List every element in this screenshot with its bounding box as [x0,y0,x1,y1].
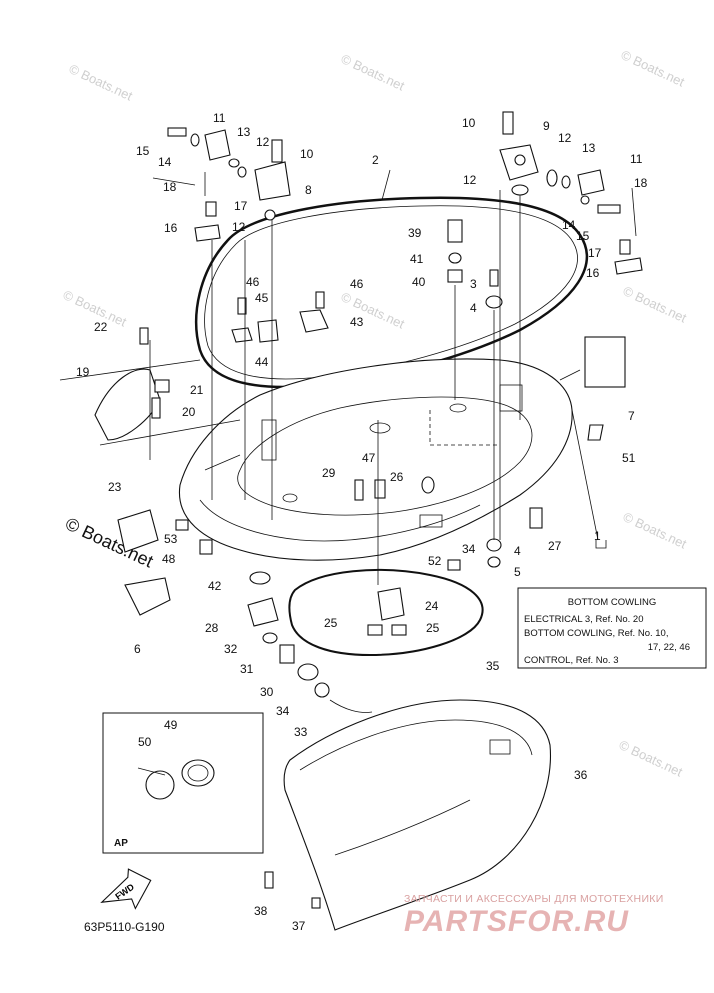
part-label: 42 [208,579,222,593]
part-label: 31 [240,662,254,676]
part-label: 18 [163,180,177,194]
part-label: 25 [426,621,440,635]
part-label: 15 [136,144,150,158]
part-label: 16 [586,266,600,280]
part-label: 26 [390,470,404,484]
latch-left [167,127,291,242]
callout-box: BOTTOM COWLING ELECTRICAL 3, Ref. No. 20… [517,587,707,669]
part-label: 40 [412,275,426,289]
callout-line: 17, 22, 46 [648,642,690,653]
callout-title: BOTTOM COWLING [568,597,657,608]
watermark: © Boats.net [617,737,685,780]
part-label: 12 [558,131,572,145]
part-label: 51 [622,451,636,465]
part-label: 16 [164,221,178,235]
lower-case [283,699,552,931]
part-label: 35 [486,659,500,673]
part-label: 41 [410,252,424,266]
part-label: 38 [254,904,268,918]
part-label: 34 [276,704,290,718]
inset-label: AP [114,838,128,849]
part-label: 8 [305,183,312,197]
part-label: 12 [232,220,246,234]
part-label: 20 [182,405,196,419]
part-label: 9 [543,119,550,133]
part-label: 24 [425,599,439,613]
part-label: 13 [582,141,596,155]
part-labels: 1 2 3 4 4 5 6 7 8 9 10 10 11 11 12 12 12… [76,111,648,933]
part-label: 37 [292,919,306,933]
part-label: 7 [628,409,635,423]
part-label: 6 [134,642,141,656]
part-label: 29 [322,466,336,480]
part-label: 15 [576,229,590,243]
part-label: 2 [372,153,379,167]
part-label: 52 [428,554,442,568]
part-label: 32 [224,642,238,656]
watermark: © Boats.net [339,51,407,94]
part-label: 17 [588,246,602,260]
part-label: 4 [514,544,521,558]
watermark: © Boats.net [621,283,689,326]
part-label: 19 [76,365,90,379]
part-label: 43 [350,315,364,329]
part-label: 21 [190,383,204,397]
part-label: 18 [634,176,648,190]
part-label: 23 [108,480,122,494]
part-label: 53 [164,532,178,546]
part-label: 50 [138,735,152,749]
partsfor-stamp: ЗАПЧАСТИ И АКСЕССУАРЫ ДЛЯ МОТОТЕХНИКИ PA… [404,893,694,943]
leader-lines [59,169,607,585]
watermark: © Boats.net [621,509,689,552]
part-label: 30 [260,685,274,699]
part-label: 12 [256,135,270,149]
bottom-cowling-body [178,358,573,561]
callout-line: BOTTOM COWLING, Ref. No. 10, [524,628,668,639]
part-label: 34 [462,542,476,556]
part-label: 5 [514,565,521,579]
part-label: 14 [562,218,576,232]
part-label: 27 [548,539,562,553]
part-label: 33 [294,725,308,739]
part-label: 28 [205,621,219,635]
fwd-arrow: FWD [100,868,152,910]
part-label: 10 [462,116,476,130]
watermark: © Boats.net [67,61,135,104]
part-label: 11 [213,111,226,125]
part-label: 12 [463,173,477,187]
part-label: 22 [94,320,108,334]
part-label: 4 [470,301,477,315]
part-label: 49 [164,718,178,732]
watermark: © Boats.net [619,47,687,90]
part-label: 3 [470,277,477,291]
part-label: 48 [162,552,176,566]
watermark: © Boats.net [339,289,407,332]
stamp-tagline: ЗАПЧАСТИ И АКСЕССУАРЫ ДЛЯ МОТОТЕХНИКИ [404,893,664,905]
part-label: 1 [594,529,601,543]
part-label: 14 [158,155,172,169]
callout-line: ELECTRICAL 3, Ref. No. 20 [524,614,644,625]
part-label: 45 [255,291,269,305]
part-label: 25 [324,616,338,630]
part-label: 17 [234,199,248,213]
part-label: 46 [246,275,260,289]
part-label: 11 [630,152,643,166]
small-parts [94,219,626,909]
seal-35 [288,569,484,657]
part-label: 39 [408,226,422,240]
part-label: 10 [300,147,314,161]
inset-box: AP [102,712,264,854]
part-label: 46 [350,277,364,291]
part-label: 44 [255,355,269,369]
callout-line: CONTROL, Ref. No. 3 [524,655,619,666]
stamp-logo: PARTSFOR.RU [404,905,629,938]
part-label: 13 [237,125,251,139]
diagram-code: 63P5110-G190 [84,920,165,934]
part-label: 47 [362,451,376,465]
part-label: 36 [574,768,588,782]
